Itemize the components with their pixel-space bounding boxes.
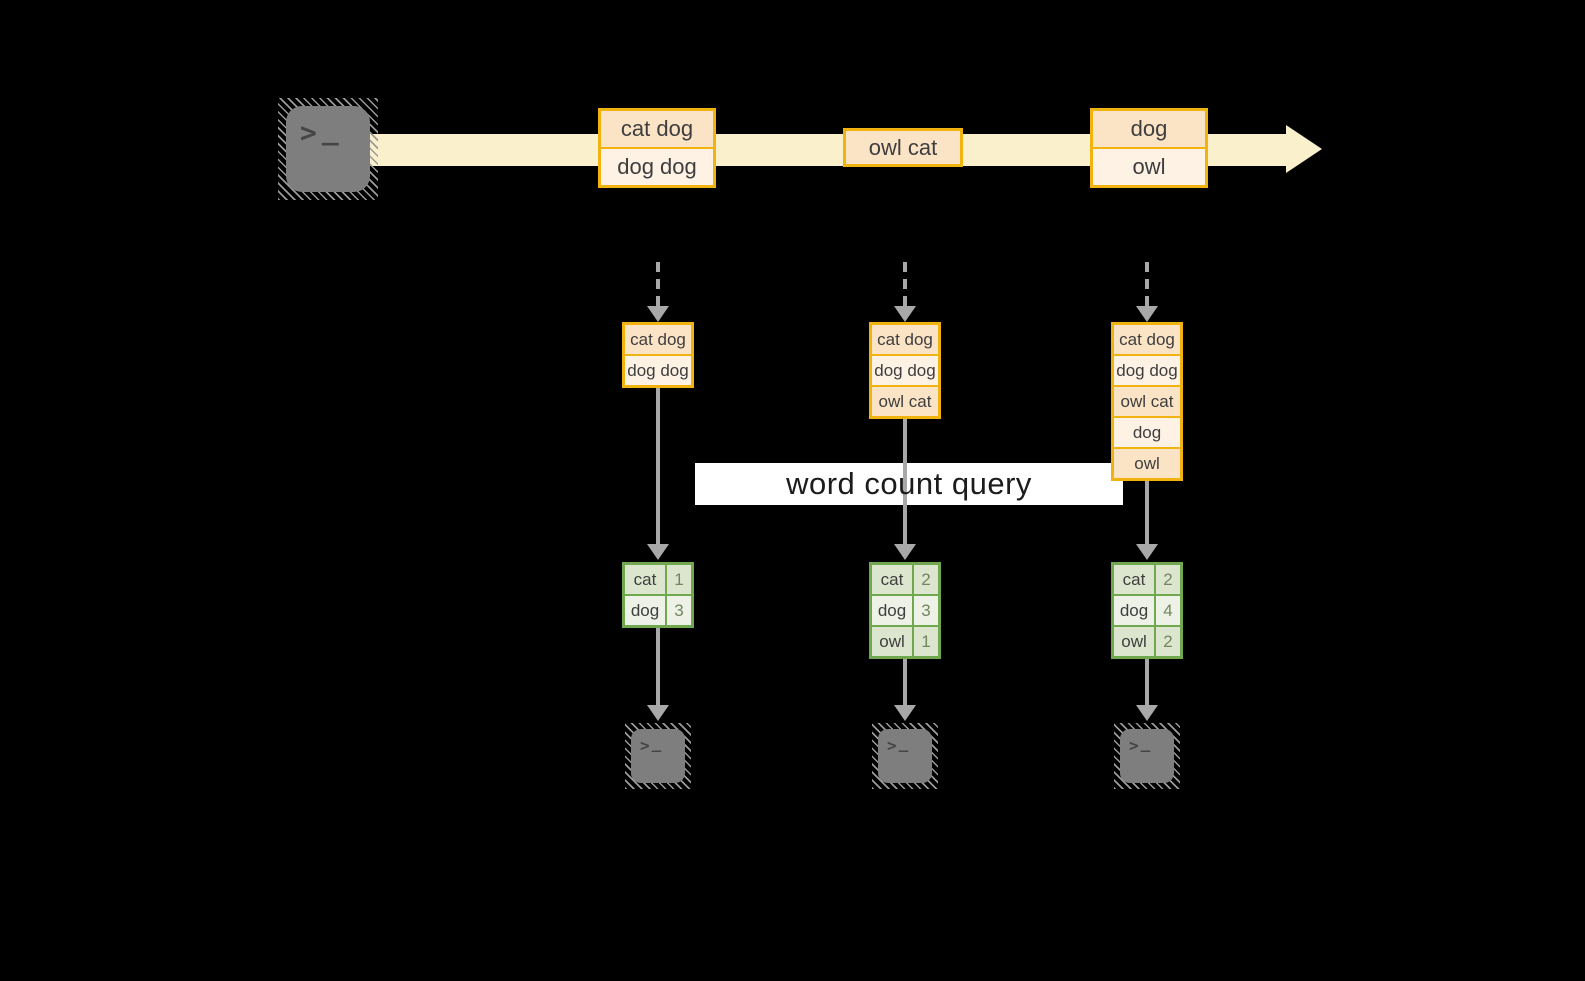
query-arrowhead-icon [1136, 544, 1158, 560]
query-arrow-line [656, 388, 660, 544]
state-row: dog [1114, 418, 1180, 447]
count-word: cat [1114, 565, 1154, 594]
consumer-terminal-icon: >_ [1114, 723, 1180, 789]
dashed-arrow-line [903, 262, 907, 306]
count-word: cat [872, 565, 912, 594]
state-row: dog dog [1114, 356, 1180, 385]
count-word: owl [1114, 627, 1154, 656]
dashed-arrowhead-icon [1136, 306, 1158, 322]
count-word: dog [872, 596, 912, 625]
terminal-prompt-icon: >_ [300, 113, 344, 149]
state-row: dog dog [625, 356, 691, 385]
event-row: dog dog [601, 149, 713, 185]
state-row: cat dog [625, 325, 691, 354]
count-value: 3 [914, 596, 938, 625]
count-value: 4 [1156, 596, 1180, 625]
count-word: owl [872, 627, 912, 656]
state-row: owl [1114, 449, 1180, 478]
stream-event-3: dog owl [1090, 108, 1208, 188]
count-value: 2 [1156, 565, 1180, 594]
query-label: word count query [786, 466, 1032, 501]
state-stack-1: cat dog dog dog [622, 322, 694, 388]
count-word: dog [625, 596, 665, 625]
query-arrow-line [903, 419, 907, 544]
state-row: owl cat [872, 387, 938, 416]
event-row: owl cat [846, 131, 960, 164]
state-stack-2: cat dog dog dog owl cat [869, 322, 941, 419]
output-arrow-line [656, 628, 660, 705]
terminal-screen: >_ [1120, 729, 1174, 783]
count-value: 2 [914, 565, 938, 594]
event-row: dog [1093, 111, 1205, 147]
output-arrow-line [1145, 659, 1149, 705]
count-value: 3 [667, 596, 691, 625]
output-arrowhead-icon [647, 705, 669, 721]
query-label-background [695, 463, 1123, 505]
query-arrow-line [1145, 481, 1149, 544]
terminal-screen: >_ [878, 729, 932, 783]
state-row: owl cat [1114, 387, 1180, 416]
output-arrow-line [903, 659, 907, 705]
terminal-prompt-icon: >_ [640, 733, 664, 755]
source-terminal-icon: >_ [278, 98, 378, 200]
stream-event-2: owl cat [843, 128, 963, 167]
terminal-screen: >_ [286, 106, 370, 192]
output-arrowhead-icon [1136, 705, 1158, 721]
state-row: dog dog [872, 356, 938, 385]
event-row: cat dog [601, 111, 713, 147]
query-arrowhead-icon [894, 544, 916, 560]
count-word: cat [625, 565, 665, 594]
terminal-screen: >_ [631, 729, 685, 783]
count-word: dog [1114, 596, 1154, 625]
query-arrowhead-icon [647, 544, 669, 560]
event-row: owl [1093, 149, 1205, 185]
state-row: cat dog [872, 325, 938, 354]
count-value: 1 [914, 627, 938, 656]
count-table-1: cat 1 dog 3 [622, 562, 694, 628]
count-table-3: cat 2 dog 4 owl 2 [1111, 562, 1183, 659]
dashed-arrowhead-icon [894, 306, 916, 322]
terminal-prompt-icon: >_ [1129, 733, 1153, 755]
count-value: 2 [1156, 627, 1180, 656]
dashed-arrowhead-icon [647, 306, 669, 322]
count-table-2: cat 2 dog 3 owl 1 [869, 562, 941, 659]
dashed-arrow-line [1145, 262, 1149, 306]
stream-event-1: cat dog dog dog [598, 108, 716, 188]
stream-arrowhead-icon [1286, 125, 1322, 173]
output-arrowhead-icon [894, 705, 916, 721]
consumer-terminal-icon: >_ [625, 723, 691, 789]
state-row: cat dog [1114, 325, 1180, 354]
dashed-arrow-line [656, 262, 660, 306]
state-stack-3: cat dog dog dog owl cat dog owl [1111, 322, 1183, 481]
count-value: 1 [667, 565, 691, 594]
consumer-terminal-icon: >_ [872, 723, 938, 789]
terminal-prompt-icon: >_ [887, 733, 911, 755]
